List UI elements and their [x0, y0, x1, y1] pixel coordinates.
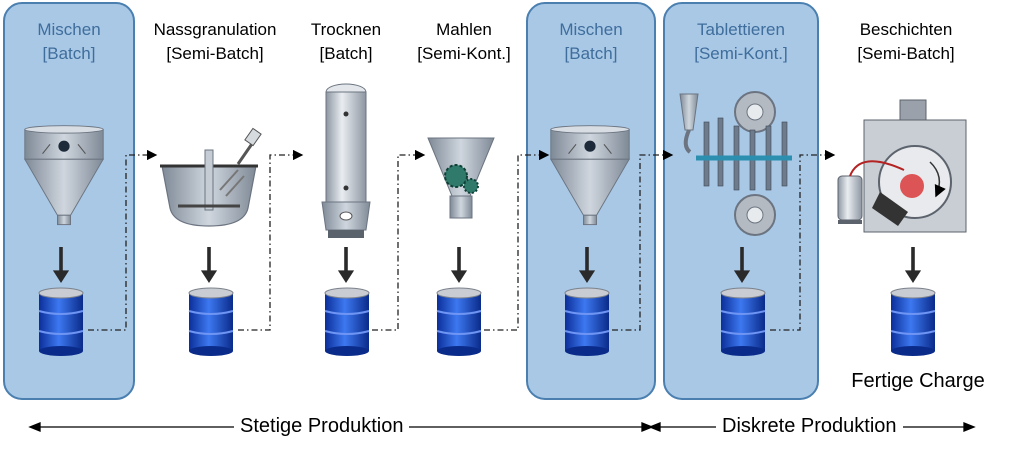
- down-arrow-3: [337, 247, 355, 283]
- coater-icon: [837, 99, 967, 233]
- step-mode-7: [Semi-Batch]: [857, 44, 955, 63]
- step-mode-3: [Batch]: [319, 44, 373, 63]
- step-label-7: Beschichten [Semi-Batch]: [836, 18, 976, 66]
- discrete-production-label: Diskrete Produktion: [716, 412, 903, 440]
- tablet-press-icon: [679, 91, 792, 236]
- step-mode-4: [Semi-Kont.]: [417, 44, 511, 63]
- barrel-icon-2: [188, 287, 234, 357]
- final-batch-label: Fertige Charge: [851, 370, 985, 392]
- step-label-2: Nassgranulation [Semi-Batch]: [134, 18, 296, 66]
- step-name-1: Mischen: [37, 20, 101, 39]
- barrel-icon-5: [564, 287, 610, 357]
- step-mode-2: [Semi-Batch]: [166, 44, 264, 63]
- step-mode-6: [Semi-Kont.]: [694, 44, 788, 63]
- step-label-4: Mahlen [Semi-Kont.]: [402, 18, 526, 66]
- barrel-icon-7: [890, 287, 936, 357]
- dryer-icon: [321, 83, 371, 238]
- barrel-icon-4: [436, 287, 482, 357]
- barrel-icon-6: [720, 287, 766, 357]
- continuous-production-label: Stetige Produktion: [234, 412, 410, 440]
- step-mode-1: [Batch]: [42, 44, 96, 63]
- step-label-1: Mischen [Batch]: [4, 18, 134, 66]
- step-name-6: Tablettieren: [697, 20, 785, 39]
- mill-icon: [427, 137, 495, 219]
- step-name-5: Mischen: [559, 20, 623, 39]
- step-label-3: Trocknen [Batch]: [296, 18, 396, 66]
- step-name-2: Nassgranulation: [153, 20, 277, 39]
- step-name-7: Beschichten: [859, 20, 953, 39]
- step-label-6: Tablettieren [Semi-Kont.]: [664, 18, 818, 66]
- granulator-icon: [160, 127, 262, 227]
- down-arrow-7: [904, 247, 922, 283]
- down-arrow-2: [200, 247, 218, 283]
- barrel-icon-1: [38, 287, 84, 357]
- down-arrow-4: [450, 247, 468, 283]
- barrel-icon-3: [324, 287, 370, 357]
- flow-lines: [88, 149, 836, 331]
- step-name-4: Mahlen: [436, 20, 492, 39]
- step-label-5: Mischen [Batch]: [527, 18, 655, 66]
- step-name-3: Trocknen: [310, 20, 382, 39]
- step-mode-5: [Batch]: [564, 44, 618, 63]
